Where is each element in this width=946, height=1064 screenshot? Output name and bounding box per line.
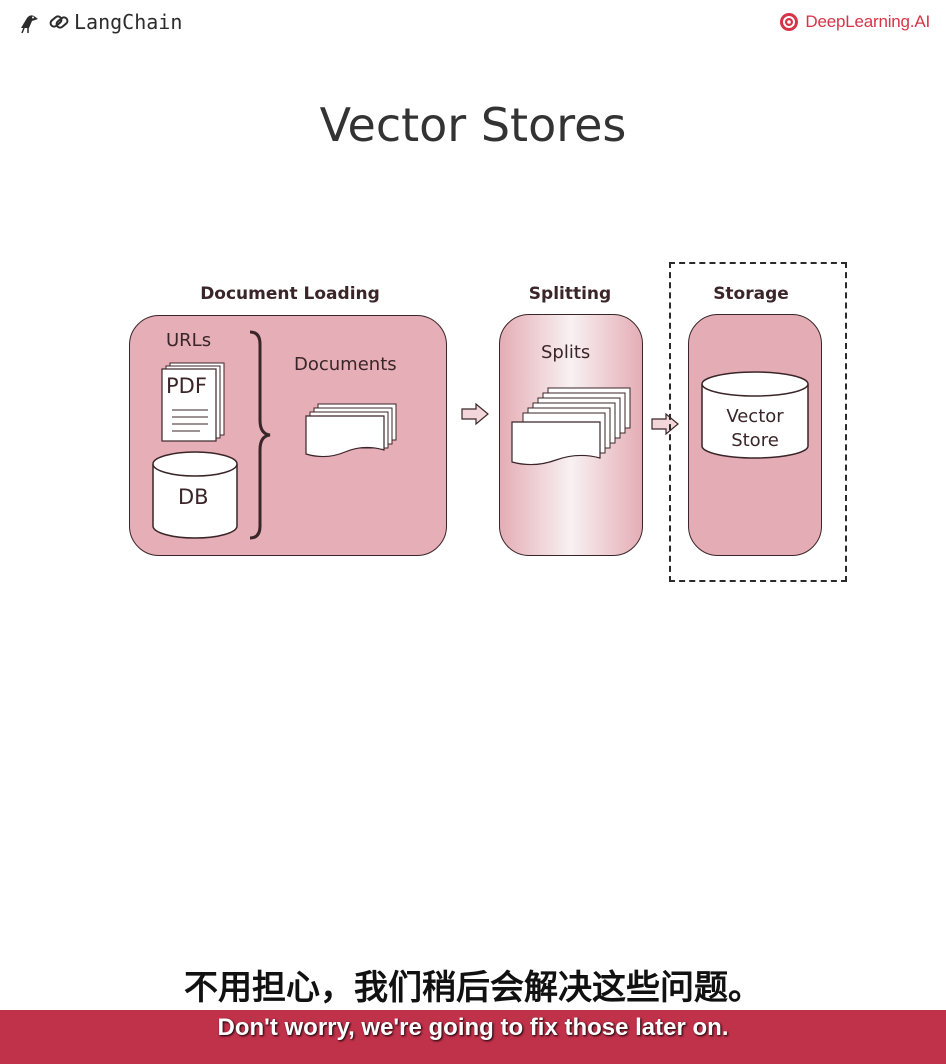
documents-label: Documents xyxy=(294,354,397,375)
urls-label: URLs xyxy=(166,330,212,351)
slide-title: Vector Stores xyxy=(319,98,627,152)
vector-store-label-line1: Vector xyxy=(726,406,784,427)
database-icon xyxy=(152,451,238,539)
subtitle-chinese: 不用担心，我们稍后会解决这些问题。 xyxy=(184,968,762,1008)
langchain-brand-text: LangChain xyxy=(74,10,183,34)
vector-store-cylinder-icon xyxy=(701,371,809,459)
parrot-icon xyxy=(21,15,38,34)
arrow-right-icon xyxy=(651,412,679,436)
section-title-document-loading: Document Loading xyxy=(200,284,380,304)
deeplearning-logo-icon xyxy=(780,13,799,31)
section-title-storage: Storage xyxy=(713,284,789,304)
pdf-label: PDF xyxy=(166,374,207,398)
subtitle-english: Don't worry, we're going to fix those la… xyxy=(217,1014,729,1041)
section-title-splitting: Splitting xyxy=(528,284,612,304)
db-label: DB xyxy=(178,485,209,509)
langchain-logo: LangChain xyxy=(18,10,182,34)
splits-stack-icon xyxy=(511,387,631,466)
chain-link-icon xyxy=(49,15,69,29)
curly-brace xyxy=(249,330,271,540)
subtitle-bar xyxy=(0,1010,946,1064)
documents-stack-icon xyxy=(305,403,397,458)
storage-highlight-frame xyxy=(669,262,847,582)
deeplearning-brand-text: DeepLearning.AI xyxy=(805,12,930,31)
pdf-document-icon xyxy=(161,362,225,442)
deeplearning-logo: DeepLearning.AI xyxy=(779,12,930,32)
splits-label: Splits xyxy=(541,342,591,363)
vector-store-label-line2: Store xyxy=(731,430,779,451)
arrow-right-icon xyxy=(461,402,489,426)
